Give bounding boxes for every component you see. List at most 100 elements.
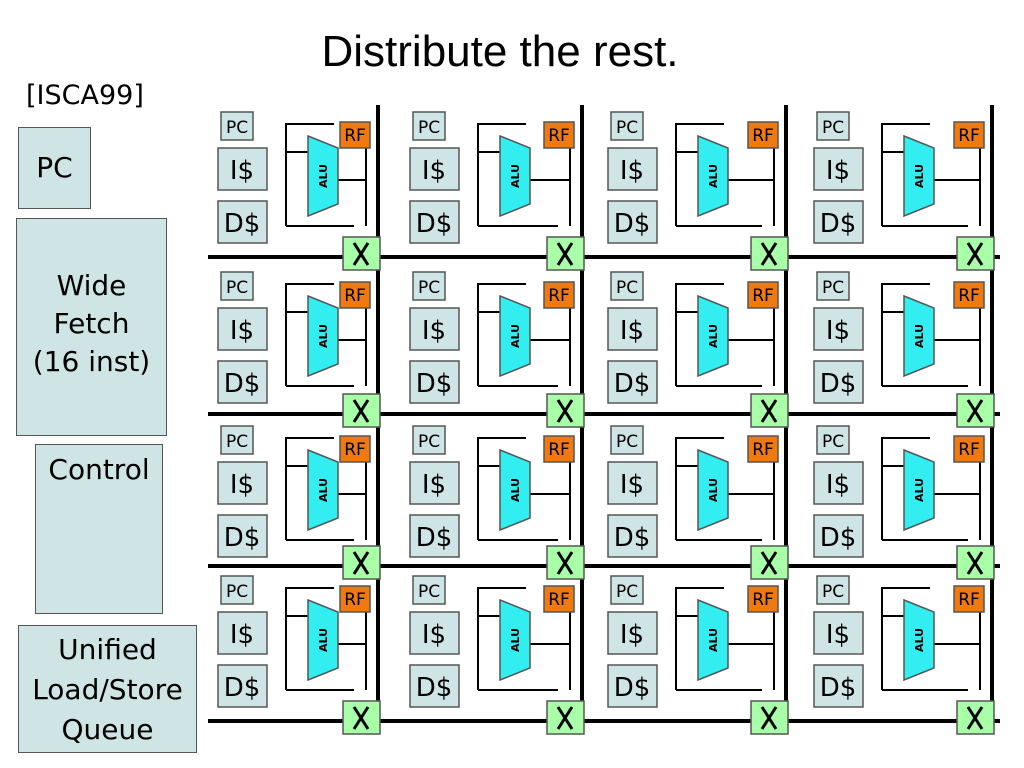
tile-rf-label: RF (344, 590, 366, 610)
tile-wire-loop (477, 123, 526, 226)
tile-alu-shape (499, 598, 531, 682)
tile-alu-shape (499, 448, 531, 532)
tile-wire-alu-out (932, 179, 981, 226)
tile-wire-alu-out (336, 179, 367, 226)
tile-rf-label: RF (344, 440, 366, 460)
tile-dcache-box (607, 200, 658, 244)
wide-fetch-line-2: Fetch (53, 307, 130, 340)
tile-rf-label: RF (752, 590, 774, 610)
tile-rf-box (339, 435, 371, 463)
tile-icache-box (607, 611, 658, 655)
tile-wire-loop (285, 123, 334, 226)
tile-dcache-label: D$ (224, 209, 261, 239)
tile-alu-label: ALU (707, 324, 720, 348)
tile-pc-box (816, 425, 850, 455)
tile-r3-c3 (607, 425, 789, 580)
tile-pc-label: PC (822, 582, 844, 602)
tile-switch-glyph (556, 706, 574, 730)
tile-wire-alu-out (528, 339, 571, 386)
lsq-line-3: Queue (61, 713, 154, 746)
tile-wire-alu-out (726, 179, 775, 226)
tile-wire-loop (675, 587, 724, 690)
tile-pc-label: PC (418, 118, 440, 138)
tile-rf-box (953, 121, 985, 149)
tile-icache-box (607, 147, 658, 191)
tile-alu-label: ALU (913, 478, 926, 502)
tile-icache-box (409, 307, 460, 351)
tile-icache-box (409, 461, 460, 505)
tile-pc-label: PC (616, 582, 638, 602)
tile-pc-box (610, 271, 644, 301)
tile-icache-box (217, 147, 268, 191)
tile-switch-glyph (966, 551, 984, 575)
tile-r3-c4 (813, 425, 995, 580)
tile-alu-label: ALU (707, 164, 720, 188)
tile-icache-label: I$ (826, 620, 850, 650)
tile-wire-loop (881, 283, 930, 386)
tile-wire-loop (675, 437, 724, 540)
tile-wire-alu-out (336, 493, 367, 540)
tile-pc-box (220, 425, 254, 455)
tile-icache-box (813, 147, 864, 191)
tile-alu-shape (903, 134, 935, 218)
tile-alu-shape (697, 448, 729, 532)
tile-icache-box (813, 461, 864, 505)
control-label: Control (48, 453, 150, 486)
tile-dcache-box (217, 514, 268, 558)
tile-rf-box (339, 585, 371, 613)
tile-switch-glyph (966, 399, 984, 423)
tile-dcache-label: D$ (224, 369, 261, 399)
tile-wire-loop (675, 123, 724, 226)
tile-icache-label: I$ (230, 470, 254, 500)
tile-dcache-box (217, 664, 268, 708)
wide-fetch-line-3: (16 inst) (32, 345, 151, 378)
tile-icache-label: I$ (422, 316, 446, 346)
tile-rf-box (543, 121, 575, 149)
tile-alu-label: ALU (317, 164, 330, 188)
tile-alu-label: ALU (317, 628, 330, 652)
tile-pc-label: PC (226, 278, 248, 298)
tile-rf-box (953, 281, 985, 309)
tile-pc-label: PC (226, 432, 248, 452)
tile-r1-c2 (409, 111, 585, 271)
tile-switch-box (546, 545, 585, 580)
tile-dcache-box (409, 514, 460, 558)
tile-alu-shape (903, 598, 935, 682)
tile-switch-glyph (760, 706, 778, 730)
tile-dcache-box (217, 200, 268, 244)
tile-dcache-box (813, 514, 864, 558)
tile-switch-glyph (556, 242, 574, 266)
tile-wire-alu-out (932, 643, 981, 690)
tile-switch-glyph (760, 399, 778, 423)
tile-dcache-box (409, 200, 460, 244)
tile-pc-label: PC (226, 582, 248, 602)
tile-rf-box (747, 281, 779, 309)
tile-r1-c1 (217, 111, 381, 271)
tile-rf-box (543, 281, 575, 309)
tile-switch-glyph (352, 706, 370, 730)
tile-icache-label: I$ (620, 156, 644, 186)
tile-rf-label: RF (958, 286, 980, 306)
tile-icache-box (607, 307, 658, 351)
tile-wire-loop (881, 587, 930, 690)
tile-pc-box (610, 425, 644, 455)
tile-alu-label: ALU (317, 478, 330, 502)
tile-alu-shape (499, 134, 531, 218)
tile-pc-box (412, 271, 446, 301)
tile-wire-alu-out (528, 643, 571, 690)
tile-dcache-box (607, 514, 658, 558)
tile-dcache-label: D$ (224, 673, 261, 703)
pc-panel-label: PC (36, 151, 73, 184)
tile-wire-alu-out (336, 643, 367, 690)
tile-dcache-label: D$ (614, 673, 651, 703)
tile-dcache-label: D$ (416, 523, 453, 553)
tile-switch-glyph (760, 242, 778, 266)
tile-r4-c4 (813, 575, 995, 735)
tile-rf-box (339, 121, 371, 149)
tile-dcache-label: D$ (614, 523, 651, 553)
tile-alu-label: ALU (707, 628, 720, 652)
tile-r2-c4 (813, 271, 995, 428)
tile-switch-box (750, 236, 789, 271)
tile-r4-c3 (607, 575, 789, 735)
tile-rf-box (339, 281, 371, 309)
